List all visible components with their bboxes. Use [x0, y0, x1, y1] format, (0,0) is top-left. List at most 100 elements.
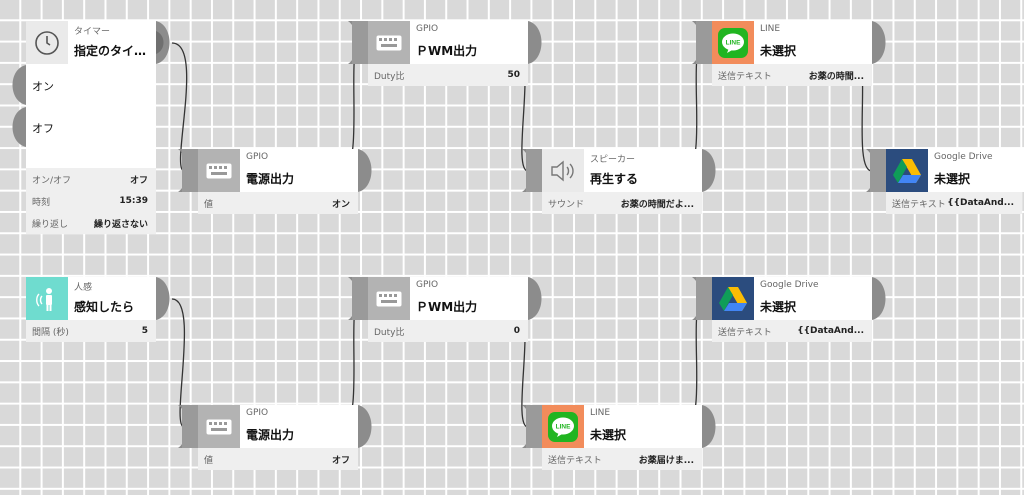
input-port[interactable]	[502, 149, 542, 192]
param-value: {{DataAnd...	[947, 198, 1014, 208]
input-port[interactable]	[328, 277, 368, 320]
block-params: Duty比 0	[368, 320, 528, 342]
output-port[interactable]	[156, 21, 172, 64]
param-label: オン/オフ	[32, 175, 72, 186]
block-params: 値オン	[198, 192, 358, 214]
input-port[interactable]	[158, 405, 198, 448]
option-on[interactable]: オン	[32, 80, 54, 93]
param-value: 5	[141, 326, 148, 336]
block-category: GPIO	[416, 280, 439, 290]
block-params: 送信テキスト {{DataAnd...	[712, 320, 872, 342]
param-row[interactable]: 送信テキストお薬の時間...	[712, 64, 872, 86]
human-sensor-block[interactable]: 人感 感知したら 間隔 (秒)5	[0, 277, 170, 342]
param-row[interactable]: Duty比 0	[368, 320, 528, 342]
param-row[interactable]: 送信テキスト {{DataAnd...	[712, 320, 872, 342]
line-icon-text: LINE	[726, 39, 741, 46]
block-params: 値 オフ	[198, 448, 358, 470]
output-port[interactable]	[528, 277, 544, 320]
param-row[interactable]: オン/オフ オフ	[26, 168, 156, 190]
line-icon-text: LINE	[556, 423, 571, 430]
output-port[interactable]	[872, 21, 888, 64]
option-on-port[interactable]	[12, 65, 26, 105]
gpio-power-output-block[interactable]: GPIO 電源出力 値オフ	[158, 405, 372, 470]
param-row[interactable]: 送信テキスト お薬届けま...	[542, 448, 702, 470]
line-icon: LINE	[542, 405, 584, 448]
block-name: 未選択	[760, 300, 797, 314]
human-sensor-icon	[26, 277, 68, 320]
param-row[interactable]: 間隔 (秒) 5	[26, 320, 156, 342]
param-row[interactable]: 値 オフ	[198, 448, 358, 470]
output-port[interactable]	[358, 149, 374, 192]
block-name: 再生する	[590, 172, 639, 186]
block-name: ＰWM出力	[416, 300, 478, 314]
gpio-pwm-output-block[interactable]: GPIO ＰWM出力 Duty比 0	[328, 277, 542, 342]
param-value: オフ	[331, 455, 350, 466]
param-value: お薬届けま...	[638, 455, 694, 466]
param-label: 送信テキスト	[718, 327, 772, 338]
google-drive-icon	[886, 149, 928, 192]
param-label: 間隔 (秒)	[32, 327, 69, 338]
keyboard-icon	[368, 21, 410, 64]
param-label: 送信テキスト	[892, 199, 946, 210]
input-port[interactable]	[328, 21, 368, 64]
line-block[interactable]: LINE LINE 未選択 送信テキストお薬の時間...	[672, 21, 886, 86]
output-port[interactable]	[528, 21, 544, 64]
param-value: 15:39	[119, 196, 148, 206]
speaker-icon	[542, 149, 584, 192]
output-port[interactable]	[702, 149, 718, 192]
block-name: 指定のタイ…	[74, 44, 147, 58]
param-value: お薬の時間...	[808, 71, 864, 82]
param-value: {{DataAnd...	[797, 326, 864, 336]
output-port[interactable]	[156, 277, 172, 320]
output-port[interactable]	[702, 405, 718, 448]
block-category: GPIO	[246, 152, 269, 162]
gpio-power-output-block[interactable]: GPIO 電源出力 値オン	[158, 149, 372, 214]
param-label: 値	[204, 199, 214, 210]
block-params: 間隔 (秒) 5	[26, 320, 156, 342]
option-off-port[interactable]	[12, 107, 26, 147]
output-port[interactable]	[872, 277, 888, 320]
line-block[interactable]: LINE LINE 未選択 送信テキストお薬届けま...	[502, 405, 716, 470]
param-row[interactable]: 繰り返し繰り返さない	[26, 212, 156, 234]
param-value: 0	[513, 326, 520, 336]
keyboard-icon	[198, 149, 240, 192]
option-off[interactable]: オフ	[32, 122, 54, 135]
input-port[interactable]	[502, 405, 542, 448]
input-port[interactable]	[846, 149, 886, 192]
param-row[interactable]: サウンドお薬の時間だよ...	[542, 192, 702, 214]
block-name: 未選択	[760, 44, 797, 58]
param-value: お薬の時間だよ...	[620, 199, 694, 210]
param-label: 値	[204, 455, 214, 466]
block-category: Google Drive	[934, 152, 993, 162]
param-label: Duty比	[374, 327, 405, 338]
keyboard-icon	[198, 405, 240, 448]
block-params: 送信テキストお薬の時間...	[712, 64, 872, 86]
block-name: 未選択	[934, 172, 971, 186]
block-category: Google Drive	[760, 280, 819, 290]
param-row[interactable]: 値オン	[198, 192, 358, 214]
param-value: 繰り返さない	[93, 219, 148, 230]
google-drive-block[interactable]: Google Drive 未選択 送信テキスト{{DataAnd...	[846, 149, 1024, 214]
param-label: 送信テキスト	[548, 455, 602, 466]
param-value: オフ	[129, 175, 148, 186]
block-name: 電源出力	[246, 172, 295, 186]
input-port[interactable]	[158, 149, 198, 192]
param-row[interactable]: 送信テキスト{{DataAnd...	[886, 192, 1022, 214]
input-port[interactable]	[672, 21, 712, 64]
timer-options: オン オフ	[26, 64, 156, 168]
output-port[interactable]	[358, 405, 374, 448]
google-drive-block[interactable]: Google Drive 未選択 送信テキスト {{DataAnd...	[672, 277, 886, 342]
speaker-block[interactable]: スピーカー 再生する サウンドお薬の時間だよ...	[502, 149, 716, 214]
input-port[interactable]	[672, 277, 712, 320]
block-category: LINE	[760, 24, 781, 34]
block-category: GPIO	[416, 24, 439, 34]
block-category: GPIO	[246, 408, 269, 418]
line-icon: LINE	[712, 21, 754, 64]
